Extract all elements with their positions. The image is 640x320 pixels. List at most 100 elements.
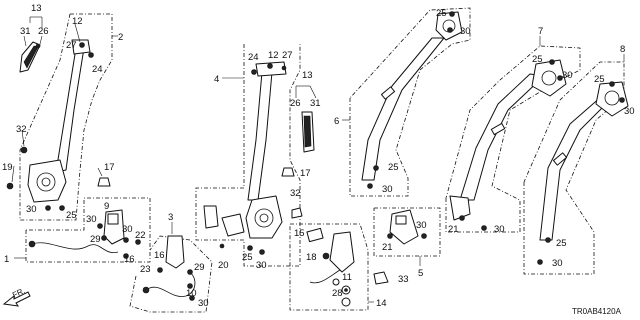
clip-16b: [157, 267, 163, 273]
bolt-21a: [459, 215, 465, 221]
clip-27b: [281, 65, 287, 71]
nut-30l: [537, 259, 543, 265]
guide-8: [552, 152, 568, 166]
nut-30j: [421, 233, 427, 239]
nut-30e: [259, 249, 265, 255]
bolt-12: [79, 42, 85, 48]
callout-30: 30: [382, 184, 393, 195]
leader: [23, 35, 27, 47]
callout-25: 25: [436, 8, 447, 19]
callout-30: 30: [494, 224, 505, 235]
callout-6: 6: [334, 116, 339, 127]
bolt-21b: [387, 233, 393, 239]
callout-30: 30: [256, 260, 267, 271]
washer-28b: [341, 297, 351, 307]
group-8-outline: [523, 61, 625, 275]
callout-17: 17: [300, 168, 311, 179]
belt-webbing-6: [361, 37, 445, 181]
callout-19: 19: [2, 162, 13, 173]
belt-webbing-8: [539, 95, 613, 241]
callout-15: 15: [294, 228, 305, 239]
callout-32: 32: [290, 188, 301, 199]
cover-15: [306, 227, 324, 243]
nut-30d: [189, 295, 195, 301]
buckle-5-slot: [395, 215, 407, 225]
buckle-5: [389, 209, 419, 245]
nut-30i: [481, 225, 487, 231]
group-3-outline: [129, 235, 213, 313]
nut-30g: [367, 183, 373, 189]
callout-10: 10: [186, 288, 197, 299]
callout-33: 33: [398, 274, 409, 285]
callout-2: 2: [118, 32, 123, 43]
clip-22: [135, 239, 141, 245]
callout-16: 16: [154, 250, 165, 261]
group-1-outline: [25, 197, 151, 263]
clip-26: [35, 43, 41, 49]
clip-24b: [251, 69, 257, 75]
bolt-25: [59, 205, 65, 211]
callout-32: 32: [16, 124, 27, 135]
callout-25: 25: [556, 238, 567, 249]
callout-30: 30: [552, 258, 563, 269]
group-4-outline: [195, 44, 301, 267]
callout-27: 27: [66, 40, 77, 51]
callout-30: 30: [416, 220, 427, 231]
clip-32b: [291, 207, 303, 219]
callout-30: 30: [198, 298, 209, 309]
retractor-7: [531, 59, 567, 97]
callout-30: 30: [562, 70, 573, 81]
nut-30f: [447, 27, 453, 33]
callout-22: 22: [135, 230, 146, 241]
buckle-9-slot: [107, 213, 119, 225]
callout-31: 31: [20, 26, 31, 37]
callout-21: 21: [448, 224, 459, 235]
clip-33: [373, 271, 389, 285]
bolt-25f: [609, 81, 615, 87]
clip-16a: [123, 253, 129, 259]
callout-29: 29: [194, 262, 205, 273]
callout-24: 24: [248, 52, 259, 63]
clip-29a: [101, 235, 107, 241]
callout-25: 25: [242, 252, 253, 263]
diagram-code: TR0AB4120A: [572, 307, 622, 316]
callout-25: 25: [388, 162, 399, 173]
retractor-7-spool: [541, 70, 557, 86]
callout-16: 16: [124, 254, 135, 265]
callout-3: 3: [168, 212, 173, 223]
bolt-18: [322, 252, 330, 260]
clip-20: [219, 243, 225, 249]
leader: [39, 35, 43, 45]
guide-6: [380, 86, 396, 100]
callout-1: 1: [4, 254, 9, 265]
callout-13: 13: [302, 70, 313, 81]
lower-anchor-4: [203, 205, 219, 229]
buckle-14-cable: [309, 269, 341, 284]
lower-bracket-4: [221, 213, 245, 237]
washer-28-hole: [344, 288, 348, 292]
callout-20: 20: [218, 260, 229, 271]
belt-webbing-4: [247, 71, 273, 201]
bolt-25g: [545, 237, 551, 243]
callout-30: 30: [624, 106, 635, 117]
bolt-17b: [281, 167, 295, 177]
callout-27: 27: [282, 50, 293, 61]
buckle-14: [329, 231, 355, 273]
adjuster-shading: [303, 115, 312, 148]
harness-connector: [28, 240, 36, 248]
bolt-25d: [373, 165, 379, 171]
bracket-23: [142, 286, 150, 294]
retractor-8-spool: [604, 90, 620, 106]
nut-30h: [557, 75, 563, 81]
leader: [74, 23, 81, 43]
group-5-outline: [373, 207, 441, 257]
callout-numbers: 13 31 26 12 27 2 24 32 19 17 30 25 1 9 3…: [2, 3, 635, 309]
bolt-17: [97, 177, 111, 187]
callout-21: 21: [382, 242, 393, 253]
callout-26: 26: [38, 26, 49, 37]
callout-18: 18: [306, 252, 317, 263]
callout-23: 23: [140, 264, 151, 275]
callout-30: 30: [26, 204, 37, 215]
callout-25: 25: [532, 54, 543, 65]
